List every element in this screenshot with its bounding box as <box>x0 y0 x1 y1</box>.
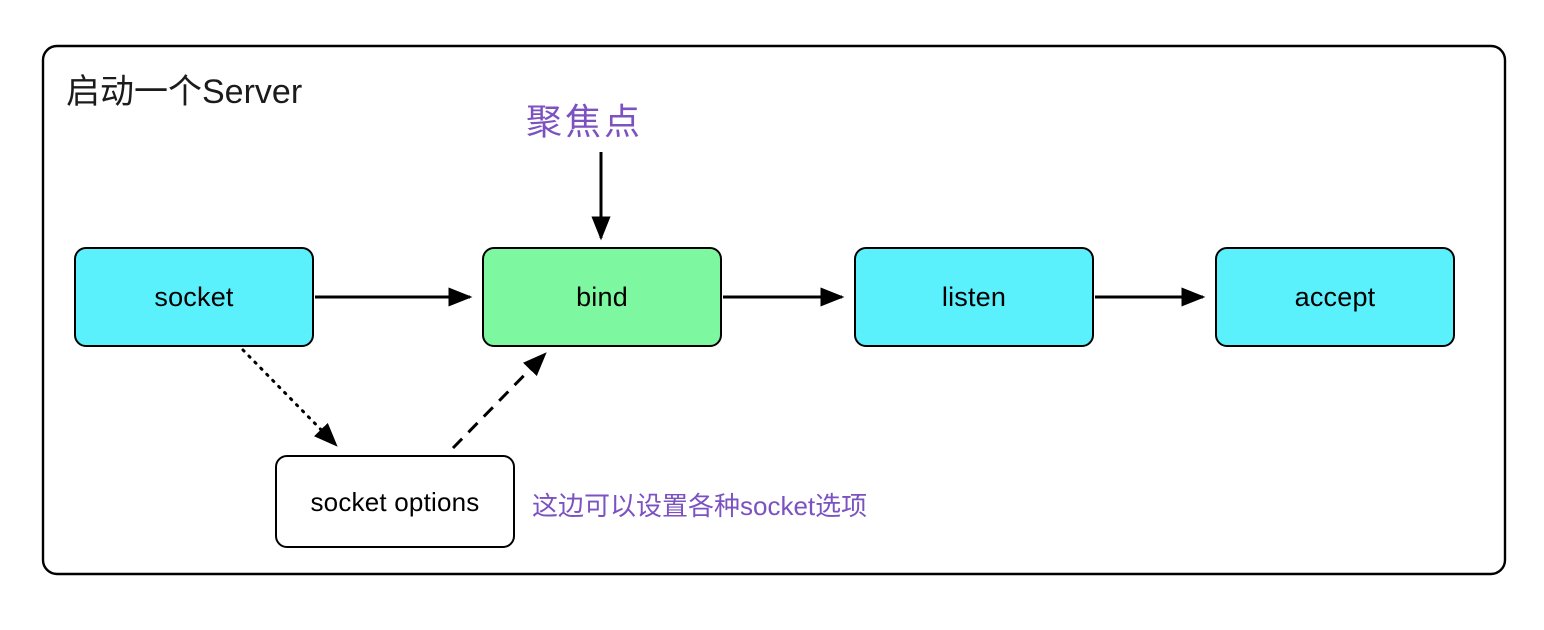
node-label: bind <box>576 281 628 312</box>
node-socket[interactable]: socket <box>74 247 314 347</box>
node-label: socket options <box>310 486 480 517</box>
node-socket-options[interactable]: socket options <box>275 455 515 548</box>
node-label: listen <box>941 281 1007 312</box>
node-accept[interactable]: accept <box>1215 247 1455 347</box>
node-label: accept <box>1294 281 1376 312</box>
annotation-socket-options-note: 这边可以设置各种socket选项 <box>532 491 868 521</box>
annotation-focus-point: 聚焦点 <box>526 101 644 142</box>
page-title: 启动一个Server <box>66 73 303 111</box>
node-label: socket <box>154 281 234 312</box>
edge-socket-options-to-bind <box>451 352 547 450</box>
edge-socket-to-socket-options <box>241 348 338 447</box>
node-bind[interactable]: bind <box>482 247 722 347</box>
node-listen[interactable]: listen <box>854 247 1094 347</box>
